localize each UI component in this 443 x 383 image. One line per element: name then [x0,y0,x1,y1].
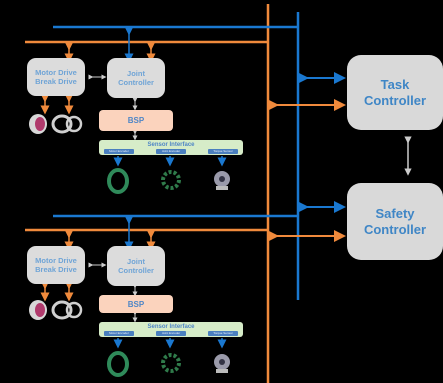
bsp-box: BSP [99,295,173,313]
sensor-interface: Sensor Interface Motor Encoder Joint Enc… [99,140,243,155]
sensor-chip-torque-sensor: Torque Sensor [208,149,238,154]
motor-icon [29,114,47,134]
motor-encoder-icon [107,351,129,377]
brake-icon [51,114,83,134]
joint-encoder-icon [161,170,181,190]
sensor-chip-joint-encoder: Joint Encoder [156,331,186,336]
brake-icon [51,300,83,320]
motor-encoder-icon [107,168,129,194]
torque-sensor-icon [214,354,230,373]
sensor-interface: Sensor Interface Motor Encoder Joint Enc… [99,322,243,337]
torque-sensor-icon [214,171,230,190]
sensor-chip-motor-encoder: Motor Encoder [104,149,134,154]
sensor-chip-motor-encoder: Motor Encoder [104,331,134,336]
bsp-box: BSP [99,110,173,131]
sensor-chip-torque-sensor: Torque Sensor [208,331,238,336]
motor-icon [29,300,47,320]
joint-encoder-icon [161,353,181,373]
sensor-chip-joint-encoder: Joint Encoder [156,149,186,154]
